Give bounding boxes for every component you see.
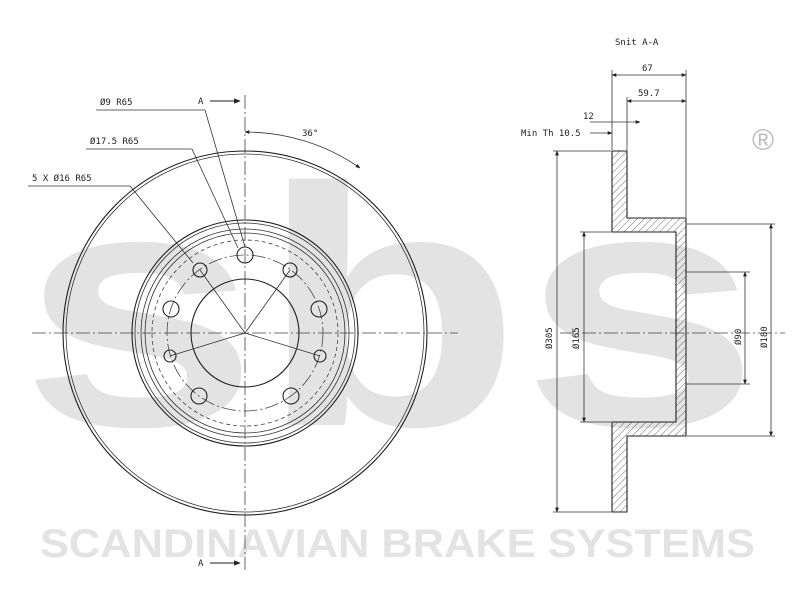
watermark: sbs SCANDINAVIAN BRAKE SYSTEMS ® — [20, 118, 774, 566]
leader-bolt-holes-diag — [129, 185, 194, 264]
bolt-hole — [190, 387, 208, 405]
leader-pin-hole-diag — [204, 109, 246, 248]
watermark-logo: sbs — [20, 118, 760, 498]
hat-outer-edge — [131, 219, 359, 447]
hole-axis — [244, 269, 291, 334]
bolt-holes — [162, 246, 328, 405]
dim-305-label: Ø305 — [544, 327, 555, 349]
registered-mark: ® — [752, 124, 774, 157]
watermark-tagline: SCANDINAVIAN BRAKE SYSTEMS — [40, 522, 755, 566]
pin-hole — [163, 349, 177, 363]
hole-axis — [244, 332, 321, 357]
min-thickness-label: Min Th 10.5 — [521, 129, 581, 139]
section-mark-top: A — [198, 97, 204, 107]
bolt-hole — [162, 300, 180, 318]
label-bolt-hole-large: Ø17.5 R65 — [90, 136, 139, 147]
dim-59-7-label: 59.7 — [638, 89, 660, 99]
angle-arc — [244, 130, 361, 169]
dim-67-label: 67 — [642, 64, 653, 74]
hat-step-1 — [140, 228, 350, 438]
bolt-hole — [282, 387, 300, 405]
leader-bolt-hole-large-diag — [191, 148, 239, 249]
dim-12-label: 12 — [583, 112, 594, 122]
pin-hole — [282, 262, 298, 278]
hat-outer-edge-2 — [134, 222, 356, 444]
pin-hole — [313, 349, 327, 363]
hat-step-2 — [144, 232, 346, 434]
bolt-hole — [310, 300, 328, 318]
bolt-circle — [166, 254, 324, 412]
section-title: Snit A-A — [615, 38, 659, 48]
angle-label: 36° — [302, 129, 318, 139]
dim-90-label: Ø90 — [733, 329, 744, 345]
label-pin-hole: Ø9 R65 — [100, 97, 133, 108]
dim-180-label: Ø180 — [759, 326, 770, 348]
front-view: 36° A A Ø9 R65 Ø17.5 R65 5 X Ø16 R65 — [28, 95, 458, 570]
section-view: Snit A-A 67 59.7 12 Min Th 10.5 Ø305 Ø16… — [521, 38, 785, 513]
hole-axis — [169, 332, 246, 357]
dim-165-label: Ø165 — [571, 327, 582, 349]
hole-axis — [199, 269, 246, 334]
center-bore — [190, 278, 300, 388]
section-mark-bottom: A — [198, 559, 204, 569]
hat-hidden-edge — [151, 239, 339, 427]
pin-hole — [192, 262, 208, 278]
disc-section — [611, 150, 687, 513]
label-bolt-holes: 5 X Ø16 R65 — [32, 173, 92, 184]
